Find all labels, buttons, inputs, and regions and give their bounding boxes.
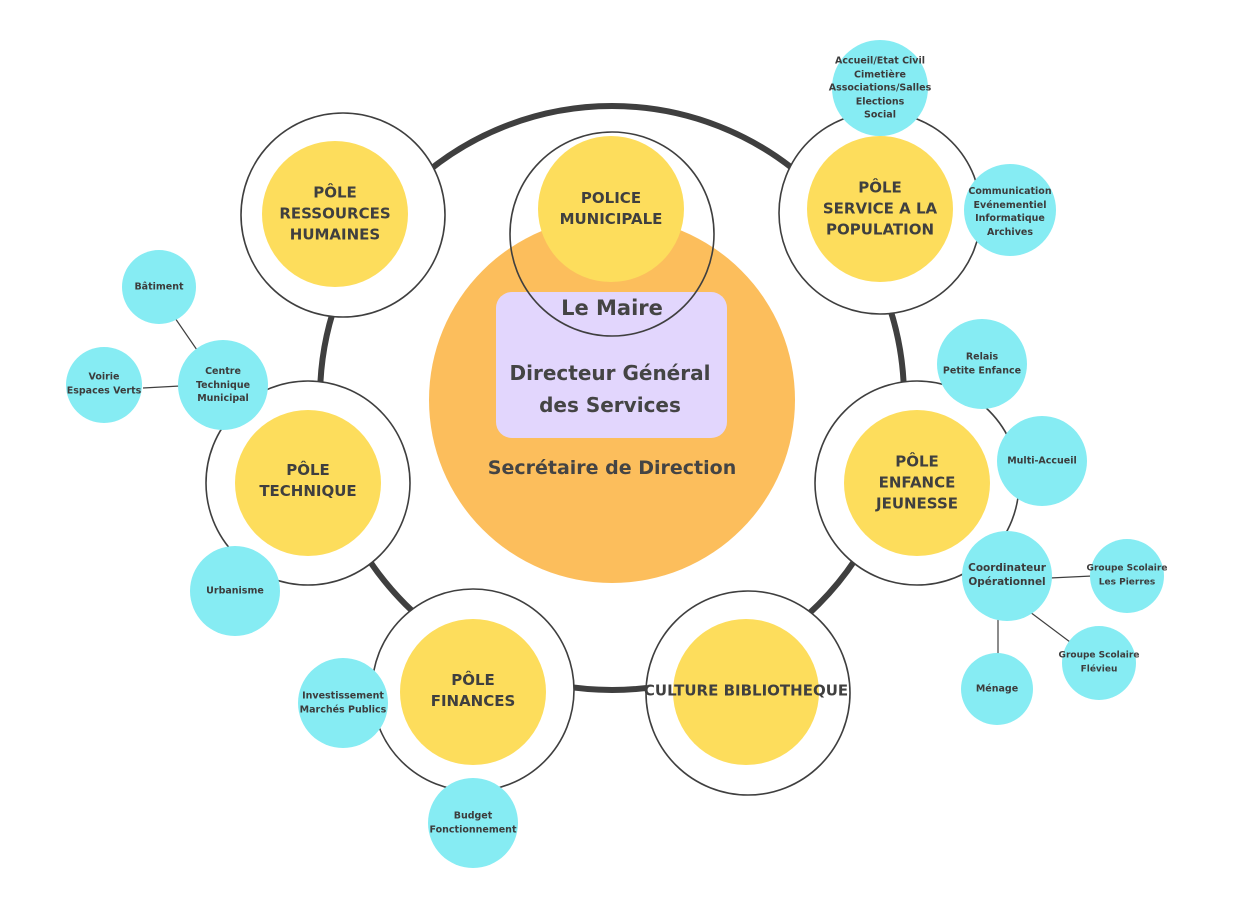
service-coordinateur-circle	[962, 531, 1052, 621]
maire-label: Le Maire	[561, 296, 663, 320]
pole-culture-circle	[673, 619, 819, 765]
connector-coord-pierres	[1049, 575, 1093, 579]
pole-police-circle	[538, 136, 684, 282]
service-multi-accueil-label: Multi-Accueil	[1007, 455, 1077, 467]
pole-technique-label: PÔLE TECHNIQUE	[259, 461, 357, 500]
service-investissement-circle	[298, 658, 388, 748]
service-voirie-label: Voirie Espaces Verts	[66, 371, 142, 397]
pole-rh-circle	[262, 141, 408, 287]
service-urbanisme-circle	[190, 546, 280, 636]
service-relais-label: Relais Petite Enfance	[942, 351, 1022, 377]
service-gs-flevieu-label: Groupe Scolaire Flévieu	[1058, 650, 1140, 675]
secretaire-label: Secrétaire de Direction	[487, 457, 737, 479]
service-gs-pierres-circle	[1090, 539, 1164, 613]
dgs-label: Directeur Général des Services	[509, 361, 711, 417]
service-coordinateur-label: Coordinateur Opérationnel	[968, 562, 1046, 588]
ring-police	[509, 131, 715, 337]
pole-technique-circle	[235, 410, 381, 556]
service-batiment-label: Bâtiment	[134, 281, 184, 293]
pole-population-circle	[807, 136, 953, 282]
service-budget-label: Budget Fonctionnement	[429, 810, 517, 836]
service-relais-circle	[937, 319, 1027, 409]
pole-rh-label: PÔLE RESSOURCES HUMAINES	[279, 183, 391, 244]
service-gs-pierres-label: Groupe Scolaire Les Pierres	[1086, 563, 1168, 588]
service-batiment-circle	[122, 250, 196, 324]
service-budget-circle	[428, 778, 518, 868]
service-investissement-label: Investissement Marchés Publics	[299, 690, 387, 716]
pole-police-label: POLICE MUNICIPALE	[559, 189, 663, 228]
service-menage-label: Ménage	[975, 683, 1019, 695]
center-box	[496, 292, 727, 438]
service-accueil-label: Accueil/Etat Civil Cimetière Association…	[828, 55, 932, 121]
pole-finances-circle	[400, 619, 546, 765]
pole-population-label: PÔLE SERVICE A LA POPULATION	[822, 178, 938, 239]
service-communication-label: Communication Evénementiel Informatique …	[968, 186, 1052, 238]
service-ctm-circle	[178, 340, 268, 430]
pole-enfance-label: PÔLE ENFANCE JEUNESSE	[876, 452, 958, 513]
service-gs-flevieu-circle	[1062, 626, 1136, 700]
pole-culture-label: CULTURE BIBLIOTHEQUE	[643, 681, 849, 700]
service-multi-accueil-circle	[997, 416, 1087, 506]
pole-enfance-circle	[844, 410, 990, 556]
service-menage-circle	[961, 653, 1033, 725]
service-voirie-circle	[66, 347, 142, 423]
service-ctm-label: Centre Technique Municipal	[195, 365, 251, 404]
connector-batiment-ctm	[174, 317, 198, 351]
service-accueil-circle	[832, 40, 928, 136]
connector-coord-flevieu	[1029, 611, 1071, 643]
service-communication-circle	[964, 164, 1056, 256]
pole-finances-label: PÔLE FINANCES	[430, 671, 516, 710]
connector-voirie-ctm	[142, 385, 181, 389]
service-urbanisme-label: Urbanisme	[206, 585, 264, 597]
